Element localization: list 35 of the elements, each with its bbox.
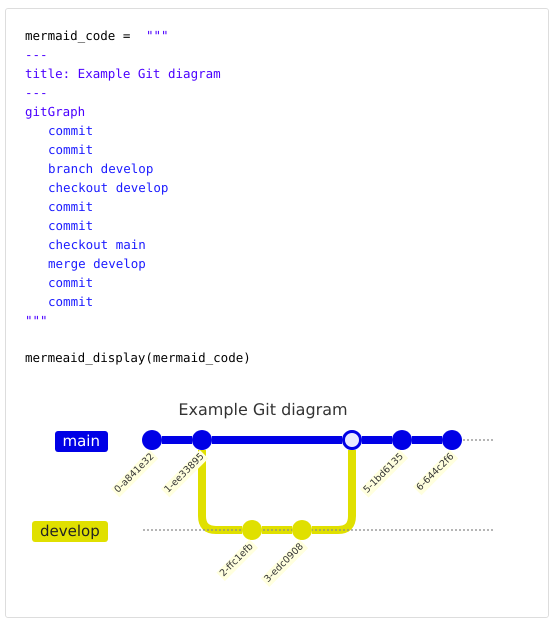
- code-line: gitGraph: [25, 104, 86, 120]
- branch-line: [198, 450, 242, 534]
- code-line: branch develop: [48, 161, 154, 177]
- branch-line: [312, 450, 356, 534]
- branch-label: main: [54, 431, 108, 452]
- code-line: commit: [48, 123, 94, 139]
- code-line: merge develop: [48, 256, 146, 272]
- code-line: commit: [48, 142, 94, 158]
- code-line: commit: [48, 275, 94, 291]
- branch-line: [362, 436, 392, 444]
- branch-label: develop: [32, 521, 108, 542]
- commit-dot: [392, 430, 412, 450]
- code-line: commit: [48, 199, 94, 215]
- merge-commit-dot: [342, 430, 362, 450]
- code-line: commit: [48, 294, 94, 310]
- diagram-title: Example Git diagram: [177, 400, 349, 419]
- code-line: """: [146, 28, 169, 44]
- code-line: checkout main: [48, 237, 146, 253]
- code-line: mermaid_code =: [25, 28, 132, 44]
- code-line: checkout develop: [48, 180, 168, 196]
- code-line: title: Example Git diagram: [25, 66, 221, 82]
- commit-dot: [292, 520, 312, 540]
- code-line: ---: [25, 85, 48, 101]
- commit-dot: [142, 430, 162, 450]
- code-line: ---: [25, 47, 48, 63]
- branch-line: [162, 436, 192, 444]
- commit-dot: [442, 430, 462, 450]
- code-line: commit: [48, 218, 94, 234]
- branch-line: [262, 526, 292, 534]
- code-line: mermeaid_display(mermaid_code): [25, 350, 251, 366]
- branch-line: [412, 436, 442, 444]
- code-line: """: [25, 313, 48, 329]
- commit-dot: [192, 430, 212, 450]
- commit-dot: [242, 520, 262, 540]
- branch-line: [212, 436, 342, 444]
